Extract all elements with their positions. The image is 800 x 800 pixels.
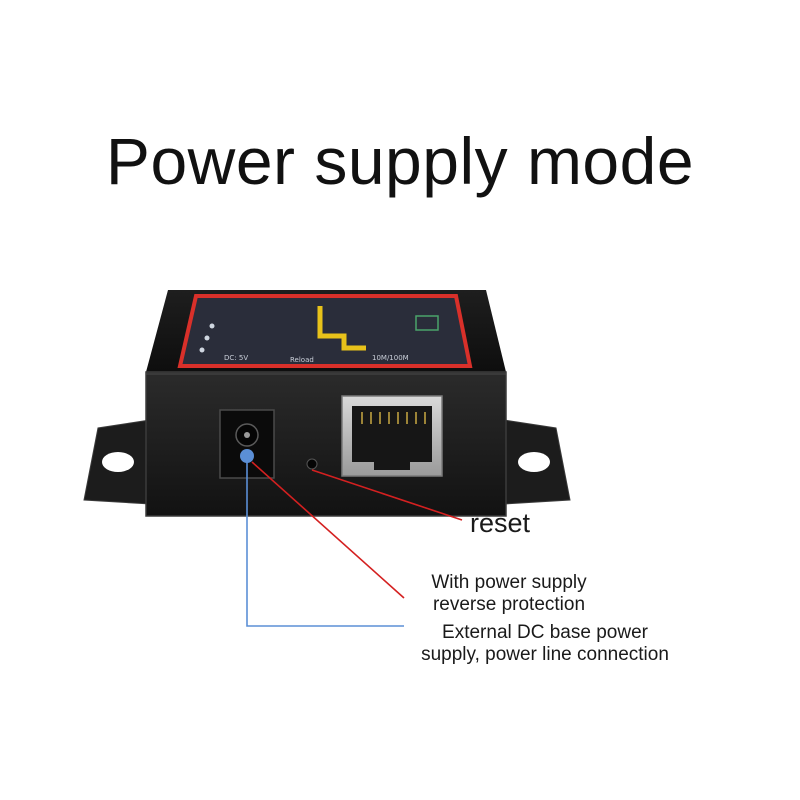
reverse-protection-line-1: With power supply [431,572,587,593]
dc-jack-marker [240,449,254,463]
mounting-ear-right [503,419,571,505]
panel-label-power: DC: 5V [224,354,248,362]
dc-connection-line-2: supply, power line connection [421,644,669,665]
dc-connection-leader-line [246,462,404,627]
reset-hole [306,458,318,470]
mounting-hole-left [102,452,134,472]
reverse-protection-leader-line [251,461,405,599]
dc-connection-annotation: External DC base power supply, power lin… [400,622,690,666]
reverse-protection-line-2: reverse protection [432,594,586,615]
reset-annotation: reset [470,508,531,538]
enclosure-front [145,371,507,517]
panel-label-ethernet: 10M/100M [372,354,409,362]
rj45-port [341,395,443,477]
reverse-protection-annotation: With power supply reverse protection [404,572,614,616]
reset-leader-line [311,469,463,521]
label-panel [177,294,473,368]
mounting-ear-left [83,419,151,505]
page-title: Power supply mode [105,124,695,198]
ce-mark [415,315,439,331]
dc-connection-line-1: External DC base power [442,622,648,643]
mounting-hole-right [518,452,550,472]
panel-label-reload: Reload [290,356,314,364]
status-leds [199,323,215,353]
panel-trace [317,306,366,351]
